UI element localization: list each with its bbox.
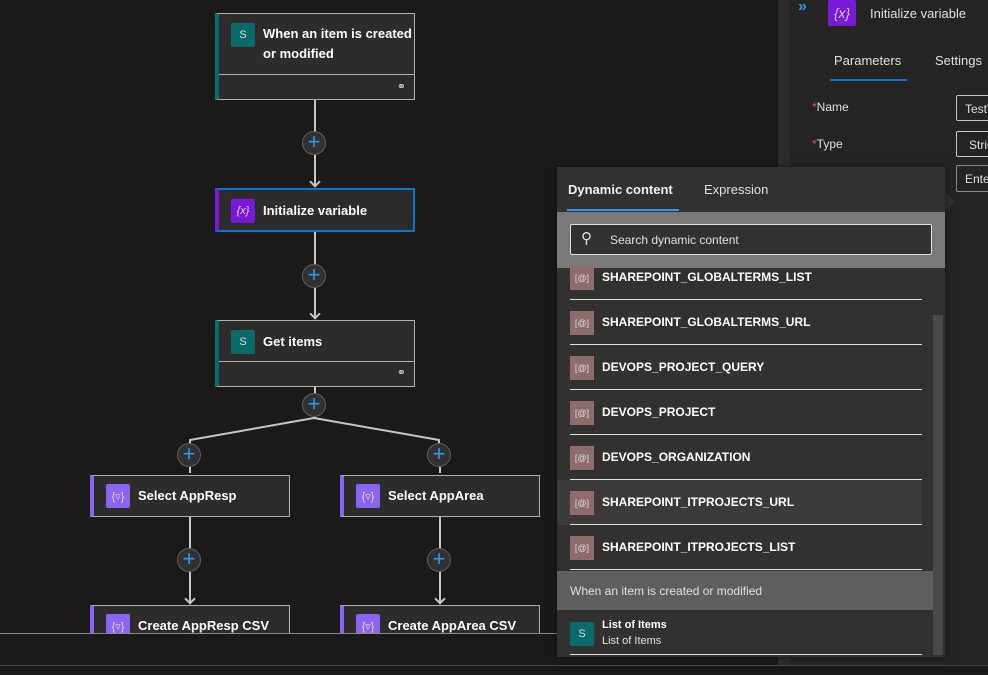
status-strip [0,665,988,675]
variable-token-icon: [@] [570,401,594,425]
variable-token-icon: [@] [570,446,594,470]
card-title: Select AppArea [388,488,484,503]
card-title: When an item is created or modified [263,26,412,61]
type-label: *Type [812,137,843,151]
add-step-button[interactable]: + [302,131,326,155]
variable-token-icon: [@] [570,356,594,380]
item-subtitle: List of Items [602,635,662,647]
item-label: SHAREPOINT_ITPROJECTS_LIST [602,540,796,554]
list-item[interactable]: [@] SHAREPOINT_ITPROJECTS_LIST [557,525,922,570]
panel-title: Initialize variable [870,6,967,21]
variable-token-icon: [@] [570,536,594,560]
name-input[interactable]: TestV [956,95,988,121]
search-icon: ⚲ [581,230,592,247]
get-items-card[interactable]: S Get items ⚭ [215,320,415,387]
separator [570,654,922,655]
add-step-button[interactable]: + [427,548,451,572]
add-step-button[interactable]: + [427,443,451,467]
section-title: When an item is created or modified [570,584,763,598]
list-item[interactable]: [@] SHAREPOINT_GLOBALTERMS_URL [557,300,922,345]
data-operation-icon: {▿} [106,484,130,508]
data-operation-icon: {▿} [356,484,380,508]
add-step-button[interactable]: + [177,548,201,572]
variable-token-icon: [@] [570,266,594,290]
select-apparea-card[interactable]: {▿} Select AppArea [340,475,540,517]
item-title: List of Items [602,619,667,631]
initialize-variable-card[interactable]: {x} Initialize variable [215,188,415,232]
arrow-icon [184,593,196,605]
search-area: ⚲ Search dynamic content [557,212,945,268]
add-step-button[interactable]: + [302,264,326,288]
sharepoint-icon: S [231,330,255,354]
divider [219,361,414,362]
link-icon[interactable]: ⚭ [396,367,406,379]
separator [570,344,922,345]
variable-icon: {x} [828,0,856,26]
separator [570,389,922,390]
separator [570,479,922,480]
list-item[interactable]: [@] SHAREPOINT_GLOBALTERMS_LIST [557,255,922,300]
arrow-icon [434,593,446,605]
tab-parameters[interactable]: Parameters [834,53,902,68]
search-placeholder: Search dynamic content [610,233,739,247]
arrow-icon [309,176,321,188]
item-label: SHAREPOINT_GLOBALTERMS_LIST [602,270,812,284]
divider [219,74,414,75]
search-input[interactable]: ⚲ Search dynamic content [570,224,932,255]
trigger-card[interactable]: S When an item is created or modified ⚭ [215,13,415,100]
variable-icon: {x} [231,199,255,223]
tab-dynamic-content[interactable]: Dynamic content [568,182,673,197]
select-appresp-card[interactable]: {▿} Select AppResp [90,475,290,517]
sharepoint-icon: S [231,23,255,47]
link-icon[interactable]: ⚭ [396,81,406,93]
separator [570,569,922,570]
arrow-icon [309,308,321,320]
item-label: DEVOPS_PROJECT_QUERY [602,360,765,374]
separator [570,524,922,525]
list-item[interactable]: [@] DEVOPS_PROJECT [557,390,922,435]
type-select[interactable]: Strin [956,131,988,157]
add-step-button[interactable]: + [302,393,326,417]
name-label: *Name [812,100,849,114]
card-title: Create AppResp CSV [138,618,269,633]
tab-underline [567,209,679,211]
variable-token-icon: [@] [570,491,594,515]
dynamic-list: [@] SHAREPOINT_GLOBALTERMS_LIST [@] SHAREPO… [557,255,933,571]
card-title: Get items [263,334,323,349]
list-item[interactable]: S List of Items List of Items [557,610,933,656]
card-title: Create AppArea CSV [388,618,517,633]
separator [570,299,922,300]
list-item[interactable]: [@] SHAREPOINT_ITPROJECTS_URL [557,480,922,525]
tab-underline [830,79,907,81]
section-header: When an item is created or modified [557,571,933,610]
add-step-button[interactable]: + [177,443,201,467]
item-label: DEVOPS_ORGANIZATION [602,450,751,464]
separator [570,434,922,435]
create-apparea-csv-card[interactable]: {▿} Create AppArea CSV [340,605,540,647]
variable-token-icon: [@] [570,311,594,335]
item-label: SHAREPOINT_GLOBALTERMS_URL [602,315,811,329]
tab-settings[interactable]: Settings [935,53,982,68]
expand-icon[interactable]: » [798,0,807,15]
value-input[interactable]: Ente [956,165,988,192]
label-text: Type [816,137,843,151]
popup-pointer [945,192,955,212]
item-label: DEVOPS_PROJECT [602,405,716,419]
list-item[interactable]: [@] DEVOPS_PROJECT_QUERY [557,345,922,390]
list-item[interactable]: [@] DEVOPS_ORGANIZATION [557,435,922,480]
item-label: SHAREPOINT_ITPROJECTS_URL [602,495,795,509]
dynamic-content-popup: Dynamic content Expression ⚲ Search dyna… [557,167,945,657]
label-text: Name [816,100,849,114]
tab-expression[interactable]: Expression [704,182,769,197]
required-marker: * [812,137,817,151]
scrollbar-thumb[interactable] [933,315,943,655]
card-title: Select AppResp [138,488,237,503]
card-title: Initialize variable [263,203,368,218]
required-marker: * [812,100,817,114]
sharepoint-icon: S [570,622,594,646]
